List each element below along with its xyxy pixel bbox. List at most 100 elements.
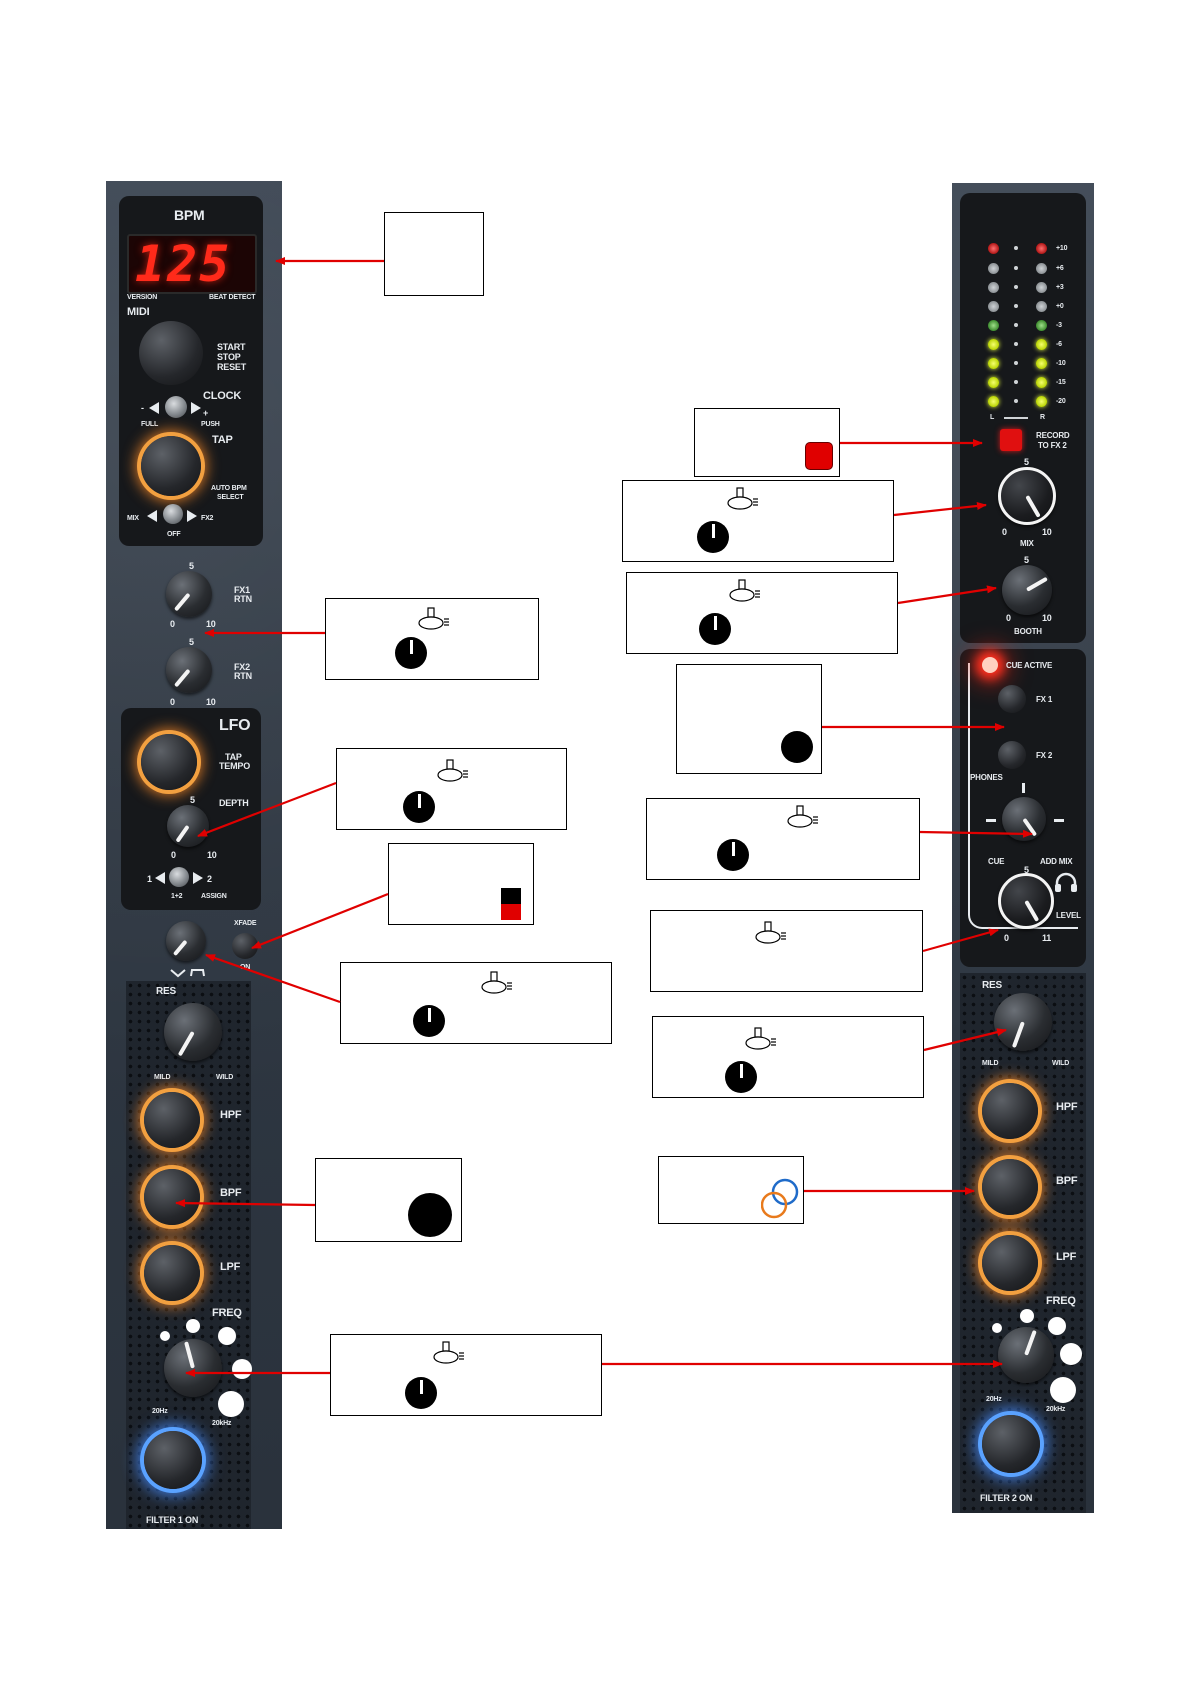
- left-res-knob[interactable]: [164, 1003, 222, 1061]
- clock-plus-label: +: [203, 408, 209, 418]
- fx2-rtn-scale-0: 0: [170, 697, 175, 707]
- auto-bpm-toggle-switch[interactable]: [163, 504, 183, 524]
- booth-knob[interactable]: [1002, 565, 1052, 615]
- meter-center-dot: [1014, 266, 1018, 270]
- potentiometer-icon: [729, 579, 760, 602]
- knob-icon: [413, 1005, 445, 1037]
- headphones-icon: [1054, 871, 1078, 893]
- callout-lfo-depth: [336, 748, 567, 830]
- xfade-curve-icon: [170, 965, 206, 978]
- mix-knob[interactable]: [998, 467, 1056, 525]
- phones-panel: CUE ACTIVE FX 1 FX 2 PHONES CUE ADD MIX …: [960, 649, 1086, 967]
- cue-fx1-label: FX 1: [1036, 695, 1053, 704]
- fx1-rtn-scale-0: 0: [170, 619, 175, 629]
- fx1-return-knob[interactable]: [166, 571, 212, 617]
- freq-scale-dot: [1020, 1309, 1034, 1323]
- assign-right-arrow-icon: [193, 872, 203, 884]
- filter-2-on-button[interactable]: [982, 1415, 1040, 1473]
- meter-center-dot: [1014, 246, 1018, 250]
- cue-mix-right-tick: [1054, 819, 1064, 822]
- meter-scale-label: +10: [1056, 245, 1068, 252]
- midi-start-stop-button[interactable]: [139, 321, 203, 385]
- callout-fx-return: [325, 598, 539, 680]
- cue-fx1-button[interactable]: [998, 685, 1026, 713]
- level-scale-5: 5: [1024, 865, 1029, 875]
- callout-booth: [626, 572, 898, 654]
- button-icon: [408, 1193, 452, 1237]
- callout-bpm-display: [384, 212, 484, 296]
- headphones-svg: [1055, 872, 1077, 892]
- mild-label: MILD: [154, 1074, 171, 1081]
- lfo-assign-switch[interactable]: [169, 867, 189, 887]
- reset-label: RESET: [217, 362, 247, 372]
- lfo-depth-knob[interactable]: [167, 805, 209, 847]
- fx2-return-knob[interactable]: [166, 647, 212, 693]
- clock-left-arrow-icon: [149, 402, 159, 414]
- left-channel-strip: BPM 125 VERSION BEAT DETECT MIDI START S…: [106, 181, 282, 1529]
- push-label: PUSH: [201, 421, 220, 428]
- freq-scale-dot: [1060, 1343, 1082, 1365]
- hpf-button[interactable]: [144, 1092, 200, 1148]
- right-lpf-button[interactable]: [982, 1235, 1038, 1291]
- meter-scale-label: -20: [1056, 398, 1066, 405]
- arrow-booth: [897, 585, 997, 605]
- knob-icon: [405, 1377, 437, 1409]
- meter-center-dot: [1014, 323, 1018, 327]
- potentiometer-icon: [481, 971, 512, 994]
- callout-xfade: [340, 962, 612, 1044]
- xfade-curve-svg: [170, 969, 205, 978]
- fx1-rtn-scale-10: 10: [206, 619, 216, 629]
- meter-center-dot: [1014, 361, 1018, 365]
- meter-led-r: [1036, 243, 1047, 254]
- potentiometer-icon: [437, 759, 468, 782]
- midi-label: MIDI: [127, 306, 150, 318]
- res-label: RES: [156, 986, 176, 997]
- meter-scale-label: +6: [1056, 265, 1064, 272]
- knob-icon: [395, 637, 427, 669]
- freq-scale-dot: [218, 1327, 236, 1345]
- tap-button[interactable]: [141, 436, 201, 496]
- add-mix-label: ADD MIX: [1040, 857, 1073, 866]
- meter-led-l: [988, 320, 999, 331]
- bpf-button[interactable]: [144, 1169, 200, 1225]
- tap-label: TAP: [212, 434, 233, 446]
- meter-l-label: L: [990, 414, 995, 421]
- led-ring-icon: [761, 1178, 799, 1219]
- xfade-knob[interactable]: [166, 921, 206, 961]
- xfade-on-label: ON: [240, 964, 251, 971]
- callout-phones-level: [650, 910, 923, 992]
- meter-scale-label: -3: [1056, 322, 1062, 329]
- one-plus-two-label: 1+2: [171, 893, 183, 900]
- knob-icon: [725, 1061, 757, 1093]
- clock-toggle-switch[interactable]: [165, 396, 187, 418]
- lpf-button[interactable]: [144, 1245, 200, 1301]
- right-hpf-button[interactable]: [982, 1083, 1038, 1139]
- freq-scale-dot: [1050, 1377, 1076, 1403]
- lfo-scale-10: 10: [207, 850, 217, 860]
- meter-led-r: [1036, 301, 1047, 312]
- meter-scale-label: -6: [1056, 341, 1062, 348]
- arrow-filter-buttons: [175, 1199, 316, 1208]
- right-bpf-button[interactable]: [982, 1159, 1038, 1215]
- filter-1-on-button[interactable]: [144, 1431, 202, 1489]
- right-res-knob[interactable]: [994, 993, 1052, 1051]
- mix-label: MIX: [127, 515, 139, 522]
- filter-2-on-label: FILTER 2 ON: [980, 1493, 1033, 1503]
- meter-scale-label: -15: [1056, 379, 1066, 386]
- level-scale-11: 11: [1042, 933, 1052, 943]
- assign-2-label: 2: [207, 874, 212, 884]
- booth-scale-10: 10: [1042, 613, 1052, 623]
- phones-level-knob[interactable]: [998, 873, 1054, 929]
- record-to-fx2-button[interactable]: [1000, 429, 1022, 451]
- callout-filter-freq: [330, 1334, 602, 1416]
- lfo-panel: LFO TAP TEMPO 5 DEPTH 0 10 1 2 1+2 ASSIG…: [121, 708, 261, 910]
- version-label: VERSION: [127, 294, 158, 301]
- meter-scale-label: -10: [1056, 360, 1066, 367]
- lfo-tap-tempo-button[interactable]: [141, 734, 197, 790]
- meter-center-dot: [1014, 304, 1018, 308]
- assign-label: ASSIGN: [201, 893, 227, 900]
- assign-left-arrow-icon: [155, 872, 165, 884]
- cue-fx2-button[interactable]: [998, 741, 1026, 769]
- left-freq-knob[interactable]: [164, 1339, 222, 1397]
- right-freq-knob[interactable]: [998, 1327, 1054, 1383]
